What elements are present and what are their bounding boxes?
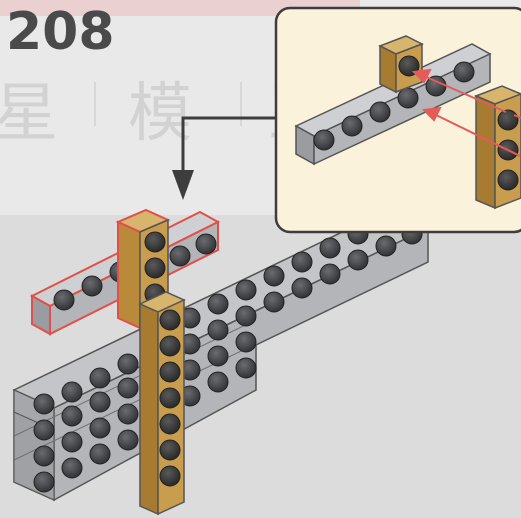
callout-pointer: [172, 118, 276, 200]
detail-callout: [276, 8, 521, 232]
arrow-down-icon: [172, 170, 194, 200]
tan-plate-long: [140, 292, 184, 514]
